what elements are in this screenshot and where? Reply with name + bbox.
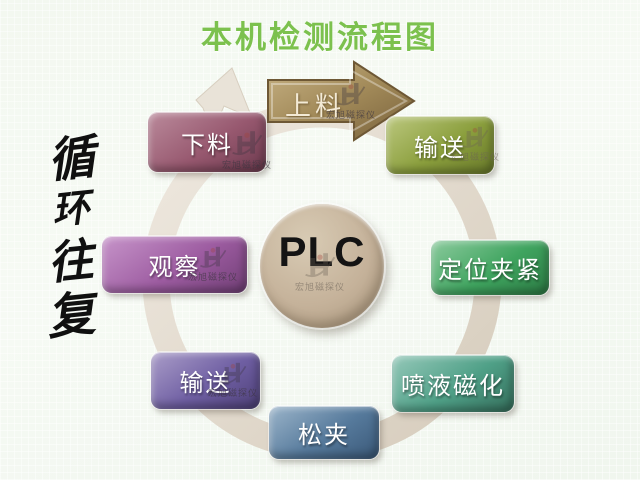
step-label: 松夹 [298, 422, 350, 449]
step-box-xialiao: 下料 [148, 112, 266, 172]
step-box-penye-cihua: 喷液磁化 [392, 355, 514, 412]
step-box-shusong-2: 输送 [151, 352, 260, 409]
step-box-songjia: 松夹 [269, 406, 379, 459]
plc-label: PLC [278, 228, 366, 275]
step-box-shusong-1: 输送 [386, 116, 494, 174]
diagram-title: 本机检测流程图 [201, 20, 439, 55]
side-char: 环 [49, 187, 92, 234]
step-label: 下料 [181, 131, 233, 159]
step-label: 输送 [179, 370, 232, 397]
step-box-guancha: 观察 [102, 236, 247, 293]
step-label-shangliao: 上料 [284, 91, 345, 121]
step-label: 观察 [148, 254, 201, 281]
step-arrow-shangliao [267, 60, 416, 142]
plc-center-circle: PLC [260, 204, 384, 328]
side-vertical-label: 循 环 往 复 [38, 131, 104, 346]
step-label: 喷液磁化 [401, 373, 505, 400]
side-char: 循 [44, 131, 98, 189]
step-box-dingwei-jiajin: 定位夹紧 [431, 240, 549, 295]
side-char: 往 [45, 235, 96, 290]
step-label: 输送 [414, 134, 466, 162]
side-char: 复 [44, 288, 98, 346]
step-label: 定位夹紧 [438, 257, 542, 284]
